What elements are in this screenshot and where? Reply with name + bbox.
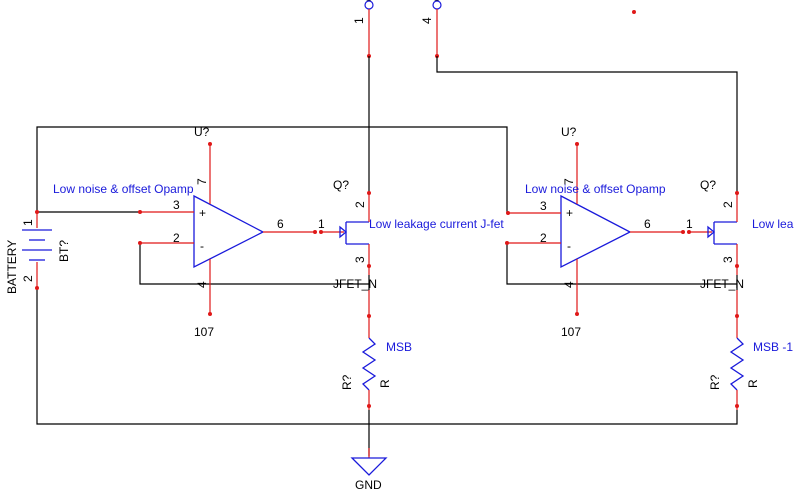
stage1-res-value: MSB [386, 340, 412, 354]
ground-symbol[interactable]: GND [350, 448, 388, 489]
stage1-res-type: R [378, 379, 392, 388]
stage2-jfet-pin-2: 2 [721, 201, 735, 208]
port-4-pin: 4 [420, 17, 434, 24]
stage2-jfet-type: JFET_N [700, 277, 744, 291]
stage2-pin-2: 2 [540, 231, 547, 245]
stage2-jfet-pin-1: 1 [686, 217, 693, 231]
stage1-jfet-type: JFET_N [333, 277, 377, 291]
stage1-pin-4: 4 [195, 281, 209, 288]
stage1-res-ref: R? [340, 374, 354, 390]
stage1-jfet-pin-3: 3 [353, 256, 367, 263]
battery-name: BATTERY [5, 240, 19, 294]
battery-ref: BT? [57, 240, 71, 262]
stage2-jfet-ref: Q? [700, 178, 716, 192]
stage1-pin-7: 7 [195, 178, 209, 185]
wires [36, 56, 738, 456]
stage2-pin-3: 3 [540, 199, 547, 213]
stage1-jfet-pin-1: 1 [318, 217, 325, 231]
battery[interactable]: BATTERY BT? 1 2 [5, 210, 71, 294]
stage2-pin-7: 7 [562, 178, 576, 185]
stage1-jfet-pin-2: 2 [353, 201, 367, 208]
ground-label: GND [355, 478, 382, 489]
stage2-resistor[interactable]: MSB -1 R? R [708, 290, 793, 410]
stage1-minus-sign: - [200, 239, 204, 253]
battery-pin2: 2 [21, 275, 35, 282]
stage2-jfet-desc: Low lea [752, 217, 794, 231]
stage1-resistor[interactable]: MSB R? R [340, 290, 412, 410]
stage2-opamp-ref: U? [561, 125, 577, 139]
stage2-opamp[interactable]: U? Low noise & offset Opamp 7 4 3 2 + - … [505, 125, 691, 339]
stage1-plus-sign: + [199, 206, 206, 220]
stage1-pin-6: 6 [277, 217, 284, 231]
stage1-opamp-value: 107 [194, 325, 214, 339]
stage2-pin-6: 6 [644, 217, 651, 231]
battery-pin1: 1 [21, 219, 35, 226]
stage2-minus-sign: - [567, 239, 571, 253]
stage2-jfet[interactable]: Q? Low lea JFET_N 1 2 3 [686, 178, 794, 291]
port-1-pin: 1 [352, 17, 366, 24]
stage2-plus-sign: + [566, 206, 573, 220]
stage2-jfet-pin-3: 3 [721, 256, 735, 263]
stage2-res-ref: R? [708, 374, 722, 390]
port-4[interactable]: 4 [420, 0, 445, 58]
stage2-res-type: R [746, 379, 760, 388]
stage2-pin-4: 4 [562, 281, 576, 288]
stage1-opamp[interactable]: U? Low noise & offset Opamp 7 4 3 2 + - … [53, 125, 323, 339]
stage1-pin-3: 3 [173, 198, 180, 212]
stage1-jfet[interactable]: Q? Low leakage current J-fet JFET_N 1 2 … [318, 178, 504, 291]
stage1-jfet-desc: Low leakage current J-fet [369, 217, 504, 231]
stage1-opamp-desc: Low noise & offset Opamp [53, 182, 194, 196]
junction-top-right [632, 10, 636, 14]
stage1-jfet-ref: Q? [333, 178, 349, 192]
port-1[interactable]: 1 [352, 0, 377, 58]
stage2-opamp-desc: Low noise & offset Opamp [525, 182, 666, 196]
stage1-opamp-ref: U? [194, 125, 210, 139]
stage2-res-value: MSB -1 [753, 340, 793, 354]
stage1-pin-2: 2 [173, 231, 180, 245]
stage2-opamp-value: 107 [561, 325, 581, 339]
